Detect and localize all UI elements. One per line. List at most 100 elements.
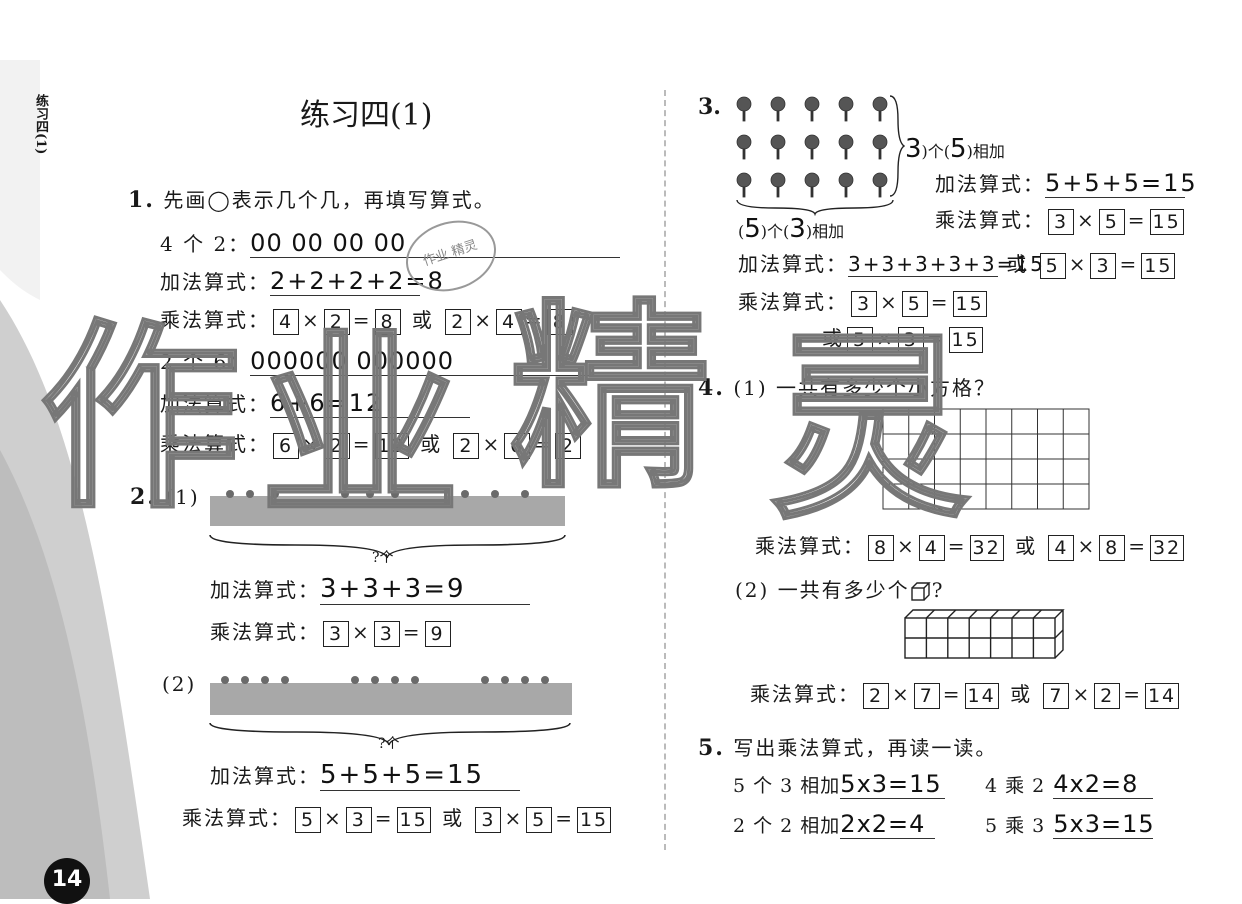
answer-box[interactable]: 9: [424, 620, 451, 647]
q1a-label: 4 个 2：: [160, 232, 251, 256]
q3-add2-label: 加法算式：: [738, 252, 848, 276]
q3-bottom-count[interactable]: 5: [744, 214, 761, 244]
page-number: 14: [44, 858, 90, 904]
q2-part1-grass-illustration: [209, 490, 566, 559]
q3-add2-answer[interactable]: 3+3+3+3+3=15: [848, 252, 1045, 277]
answer-box[interactable]: 14: [964, 682, 999, 709]
q1b-drawn-answer[interactable]: 000000 000000: [250, 347, 621, 376]
q2-part1-add-answer[interactable]: 3+3+3=9: [320, 574, 530, 605]
q3-groups-count[interactable]: 3: [905, 134, 922, 164]
q1a-drawn-answer[interactable]: 00 00 00 00: [250, 229, 621, 258]
q4-part2-mul-row: 乘法算式：2×7=14 或 7×2=14: [750, 678, 1182, 709]
equals-sign: =: [1127, 208, 1147, 232]
q3-mul2-row: 乘法算式：3×5=15: [738, 286, 990, 317]
answer-box[interactable]: 15: [952, 290, 987, 317]
answer-box[interactable]: 2: [554, 432, 581, 459]
answer-box[interactable]: 8: [546, 308, 573, 335]
q3-add-answer[interactable]: 5+5+5=15: [1045, 169, 1198, 198]
answer-box[interactable]: 6: [273, 432, 299, 459]
q5-prompt-row: 5. 写出乘法算式，再读一读。: [698, 732, 997, 761]
q5-item-answer[interactable]: 4x2=8: [1053, 770, 1154, 799]
q5-item-answer[interactable]: 2x2=4: [840, 810, 936, 839]
answer-box[interactable]: 3: [345, 806, 372, 833]
answer-box[interactable]: 15: [1149, 208, 1184, 235]
q5-item-label: 5 个 3 相加: [733, 775, 841, 797]
q4-part2-prompt: (2) 一共有多少个: [735, 578, 910, 602]
answer-box[interactable]: 2: [1094, 682, 1121, 709]
q3-groups-size[interactable]: 5: [950, 134, 967, 164]
answer-box[interactable]: 7: [1043, 682, 1070, 709]
answer-box[interactable]: 5: [847, 326, 873, 353]
answer-box[interactable]: 15: [576, 806, 612, 833]
answer-box[interactable]: 2: [323, 432, 350, 459]
answer-box[interactable]: 2: [445, 308, 472, 335]
answer-box[interactable]: 3: [323, 620, 349, 647]
answer-box[interactable]: 2: [453, 432, 480, 459]
q1b-add-answer[interactable]: 6+6=12: [270, 389, 470, 418]
times-sign: ×: [302, 432, 321, 456]
answer-box[interactable]: 4: [918, 534, 945, 561]
answer-box[interactable]: 4: [1048, 534, 1075, 561]
q4-part1-prompt: (1) 一共有多少个小方格？: [733, 376, 997, 400]
q2-part2-add-label: 加法算式：: [210, 764, 320, 788]
q3-mul2-label: 乘法算式：: [738, 290, 848, 314]
equals-sign: =: [525, 308, 544, 332]
answer-box[interactable]: 15: [948, 326, 983, 353]
q5-item-answer[interactable]: 5x3=15: [840, 770, 946, 799]
q4-mul-label-2: 乘法算式：: [750, 682, 860, 706]
equals-sign: =: [947, 534, 967, 558]
answer-box[interactable]: 2: [323, 308, 350, 335]
answer-box[interactable]: 3: [897, 326, 924, 353]
answer-box[interactable]: 3: [475, 806, 502, 833]
q5-item-answer[interactable]: 5x3=15: [1053, 810, 1155, 839]
answer-box[interactable]: 4: [496, 308, 523, 335]
answer-box[interactable]: 8: [1099, 534, 1126, 561]
equals-sign: =: [374, 806, 394, 830]
answer-box[interactable]: 32: [969, 534, 1004, 561]
q3-right-groups: 3)个(5)相加: [905, 134, 1005, 164]
answer-box[interactable]: 14: [1144, 682, 1180, 709]
equals-sign: =: [1123, 682, 1142, 706]
watermark-char: 精: [508, 283, 711, 516]
answer-box[interactable]: 5: [901, 290, 928, 317]
answer-box[interactable]: 2: [863, 682, 889, 709]
answer-box[interactable]: 5: [1098, 208, 1125, 235]
answer-box[interactable]: 3: [373, 620, 400, 647]
answer-box[interactable]: 3: [851, 290, 877, 317]
q3-mul-row: 乘法算式：3×5=15: [935, 204, 1187, 235]
q3-number: 3.: [698, 94, 721, 120]
q3-bottom-brace: [736, 199, 894, 216]
answer-box[interactable]: 6: [504, 432, 531, 459]
answer-box[interactable]: 5: [295, 806, 321, 833]
or-word: 或: [822, 326, 844, 350]
q3-bottom-size[interactable]: 3: [789, 214, 806, 244]
answer-box[interactable]: 8: [868, 534, 894, 561]
equals-sign: =: [352, 432, 372, 456]
q2-part2-tag: (2): [162, 672, 197, 696]
page-title: 练习四(1): [300, 98, 433, 133]
q1a-row: 4 个 2：00 00 00 00: [160, 228, 621, 258]
q2-part2-add-answer[interactable]: 5+5+5=15: [320, 760, 520, 791]
q5-item-label: 5 乘 3: [985, 815, 1046, 837]
answer-box[interactable]: 5: [1039, 252, 1066, 279]
q1b-mul-row: 乘法算式：6×2=12 或 2×6=2: [160, 428, 584, 459]
answer-box[interactable]: 32: [1149, 534, 1185, 561]
answer-box[interactable]: 8: [374, 308, 401, 335]
cube-icon: [910, 581, 931, 601]
q4-part2-row: (2) 一共有多少个?: [735, 574, 944, 603]
answer-box[interactable]: 3: [1090, 252, 1117, 279]
q2-part2-mul-row: 乘法算式：5×3=15 或 3×5=15: [182, 802, 614, 833]
answer-box[interactable]: 4: [273, 308, 299, 335]
times-sign: ×: [482, 432, 502, 456]
answer-box[interactable]: 15: [1141, 252, 1176, 279]
answer-box[interactable]: 15: [396, 806, 431, 833]
answer-box[interactable]: 5: [526, 806, 553, 833]
watermark-char: 业: [258, 313, 461, 546]
q1a-add-row: 加法算式：2+2+2+2=8: [160, 266, 445, 296]
answer-box[interactable]: 7: [913, 682, 940, 709]
times-sign: ×: [474, 308, 494, 332]
q1a-add-answer[interactable]: 2+2+2+2=8: [270, 267, 445, 296]
answer-box[interactable]: 3: [1048, 208, 1074, 235]
q5-item-3: 2 个 2 相加2x2=4: [733, 810, 936, 839]
answer-box[interactable]: 12: [374, 432, 409, 459]
